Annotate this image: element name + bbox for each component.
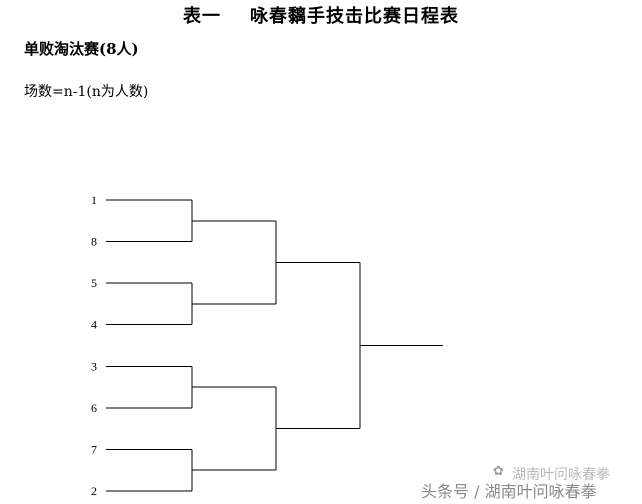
match-count-formula: 场数=n-1(n为人数) (24, 84, 149, 100)
watermark-source: 头条号 / 湖南叶问咏春拳 (421, 482, 597, 501)
seed-label: 4 (91, 318, 97, 332)
seed-label: 5 (91, 276, 97, 290)
wechat-bubble-icon: ✿ (493, 464, 504, 479)
seed-label: 7 (91, 442, 97, 456)
seed-label: 8 (91, 235, 97, 249)
watermark-brand: 湖南叶问咏春拳 (512, 467, 610, 483)
seed-label: 6 (91, 401, 97, 415)
seed-label: 2 (91, 484, 97, 498)
bracket-type-heading: 单败淘汰赛(8人) (24, 40, 139, 58)
document-title: 表一 咏春黐手技击比赛日程表 (182, 6, 460, 27)
seed-label: 3 (91, 359, 97, 373)
seed-label: 1 (91, 193, 97, 207)
